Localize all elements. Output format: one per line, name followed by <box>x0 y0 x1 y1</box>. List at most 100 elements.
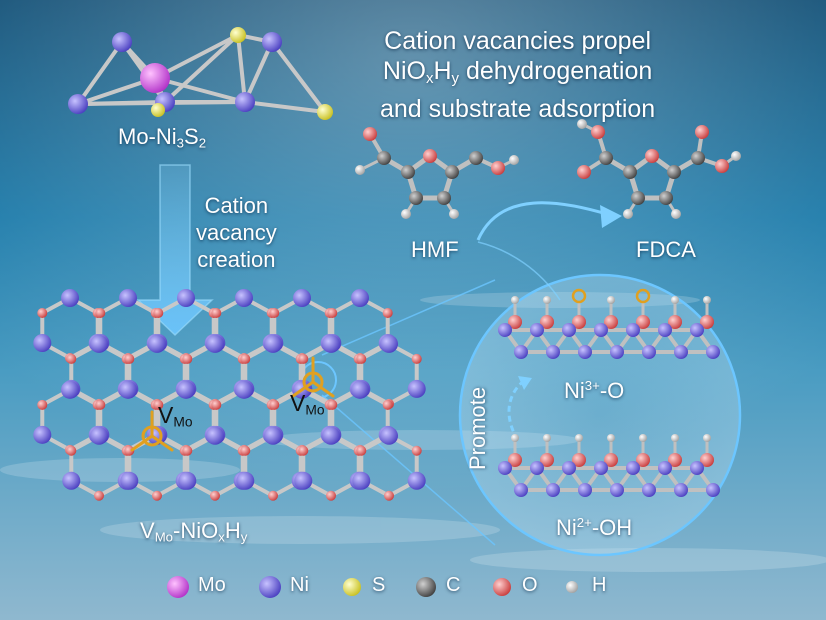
sub-2: 2 <box>198 135 207 151</box>
ni-atom <box>610 483 624 497</box>
o-atom <box>700 315 714 329</box>
c-atom <box>445 165 459 179</box>
h-atom <box>355 165 365 175</box>
o-atom <box>182 353 193 364</box>
bond <box>243 100 327 114</box>
dehydrogenated-site <box>635 288 651 304</box>
ni-atom <box>264 334 282 353</box>
c-atom <box>377 151 391 165</box>
ni-atom <box>351 289 369 307</box>
fdca-label: FDCA <box>636 237 696 262</box>
h-atom <box>671 434 679 442</box>
arrow-label-line-1: Cation <box>204 193 269 218</box>
s-atom <box>317 104 333 120</box>
ni-atom <box>380 334 398 353</box>
vmo-label-2: VMo <box>290 390 325 417</box>
c-atom <box>691 151 705 165</box>
ni-atom <box>674 483 688 497</box>
ni-atom <box>706 345 720 359</box>
ni-atom <box>658 461 672 475</box>
ni-atom <box>62 471 81 490</box>
ni-atom <box>90 426 108 445</box>
o-atom <box>66 353 77 364</box>
legend-label-ni: Ni <box>290 574 309 596</box>
ni-atom <box>642 345 656 359</box>
reaction-arrow <box>476 201 622 301</box>
ni-atom <box>578 483 592 497</box>
ni-atom <box>33 334 52 352</box>
bond <box>291 380 315 398</box>
c-atom <box>659 191 673 205</box>
arrow-label-line-2: vacancy <box>196 220 277 245</box>
ni-atom <box>407 471 426 490</box>
ni3-o-label: Ni3+-O <box>564 378 624 404</box>
ni-atom <box>90 334 108 353</box>
title: Cation vacancies propel NiOxHy dehydroge… <box>380 26 655 124</box>
o-atom <box>211 399 222 410</box>
ni-atom <box>322 334 340 353</box>
ni-atom <box>236 471 255 490</box>
mo-atom <box>167 576 189 598</box>
c-atom <box>409 191 423 205</box>
ni-atom <box>514 483 528 497</box>
product-nio: -NiO <box>173 518 219 543</box>
o-atom <box>668 453 682 467</box>
vmo-label-1: VMo <box>158 402 193 429</box>
ni2-oh-slab <box>498 434 720 497</box>
sub-3: 3 <box>176 135 185 151</box>
vmo-1-v: V <box>158 402 174 428</box>
o-atom <box>269 399 280 410</box>
h-atom <box>511 434 519 442</box>
product-v: V <box>140 518 155 543</box>
ni-atom <box>119 380 137 399</box>
dehydrogenated-site <box>571 288 587 304</box>
ni-atom <box>498 461 512 475</box>
o-atom <box>540 315 554 329</box>
h-atom <box>671 296 679 304</box>
ni3-ni: Ni <box>564 378 585 403</box>
ni-atom <box>562 323 576 337</box>
h-atom <box>577 119 587 129</box>
c-atom <box>469 151 483 165</box>
o-atom <box>269 308 280 318</box>
ni-atom <box>235 380 253 399</box>
h-atom <box>543 296 551 304</box>
title-h: H <box>433 57 452 85</box>
ni-atom <box>259 576 281 598</box>
o-atom <box>94 490 104 501</box>
o-atom <box>411 353 422 364</box>
o-atom <box>95 399 106 410</box>
ni-atom <box>33 425 52 444</box>
o-atom <box>577 165 591 179</box>
s-atom <box>343 578 361 596</box>
c-atom <box>437 191 451 205</box>
h-atom <box>509 155 519 165</box>
bond <box>243 40 274 104</box>
ni-atom <box>68 94 88 114</box>
ni-atom <box>112 32 132 52</box>
ni-atom <box>407 379 426 398</box>
vmo-2-sub: Mo <box>305 402 325 418</box>
o-atom <box>66 445 77 456</box>
ni-atom <box>690 323 704 337</box>
ni-atom <box>61 289 79 307</box>
vmo-2-v: V <box>290 390 306 416</box>
h-atom <box>566 581 578 593</box>
title-line-3: and substrate adsorption <box>380 94 656 123</box>
o-atom <box>210 490 220 501</box>
ni3-sup: 3+ <box>584 378 600 394</box>
bond <box>163 33 240 104</box>
title-line-1: Cation vacancies propel <box>384 27 651 55</box>
o-atom <box>298 445 309 456</box>
title-sub-x: x <box>425 69 434 87</box>
legend-label-o: O <box>522 574 538 596</box>
ni-atom <box>610 345 624 359</box>
o-atom <box>124 445 135 456</box>
title-sub-y: y <box>451 69 460 87</box>
bond <box>130 434 154 452</box>
ni-atom <box>658 323 672 337</box>
ni-atom <box>235 289 253 307</box>
ni-atom <box>514 345 528 359</box>
o-atom <box>508 315 522 329</box>
bond <box>270 40 327 114</box>
